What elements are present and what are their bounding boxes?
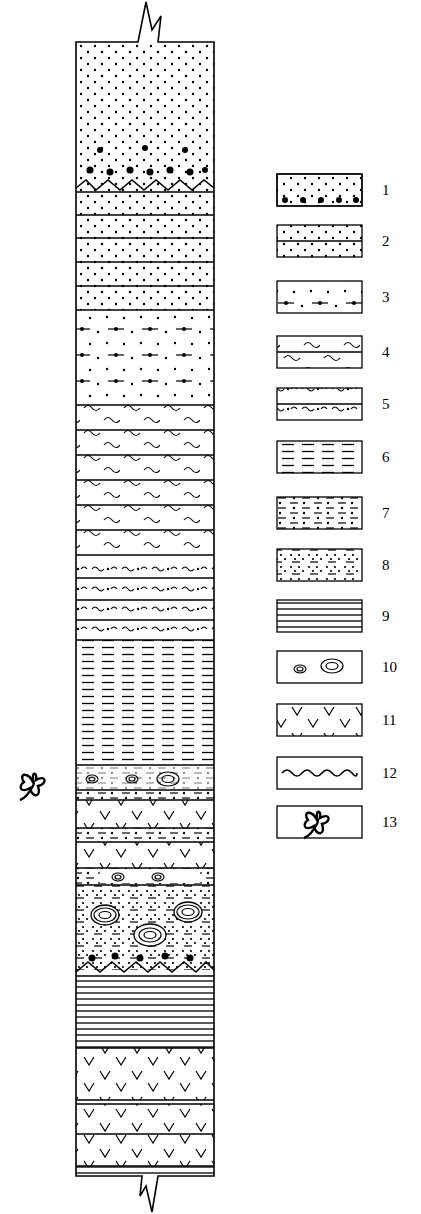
legend-number: 6 bbox=[382, 450, 390, 465]
legend-number: 8 bbox=[382, 558, 390, 573]
legend-number: 1 bbox=[382, 183, 390, 198]
legend-number: 9 bbox=[382, 609, 390, 624]
legend-number: 4 bbox=[382, 345, 390, 360]
legend-number: 10 bbox=[382, 660, 397, 675]
legend-number: 2 bbox=[382, 234, 390, 249]
legend-number: 7 bbox=[382, 506, 390, 521]
legend-number: 12 bbox=[382, 766, 397, 781]
legend-fossil-symbol bbox=[304, 812, 329, 838]
column-layers bbox=[76, 42, 214, 1176]
legend-number: 13 bbox=[382, 815, 397, 830]
legend-swatches bbox=[277, 174, 362, 838]
column-outline bbox=[76, 2, 214, 1212]
legend-number: 3 bbox=[382, 290, 390, 305]
fossil-symbol bbox=[20, 774, 45, 800]
legend-number: 11 bbox=[382, 713, 396, 728]
legend-number: 5 bbox=[382, 397, 390, 412]
